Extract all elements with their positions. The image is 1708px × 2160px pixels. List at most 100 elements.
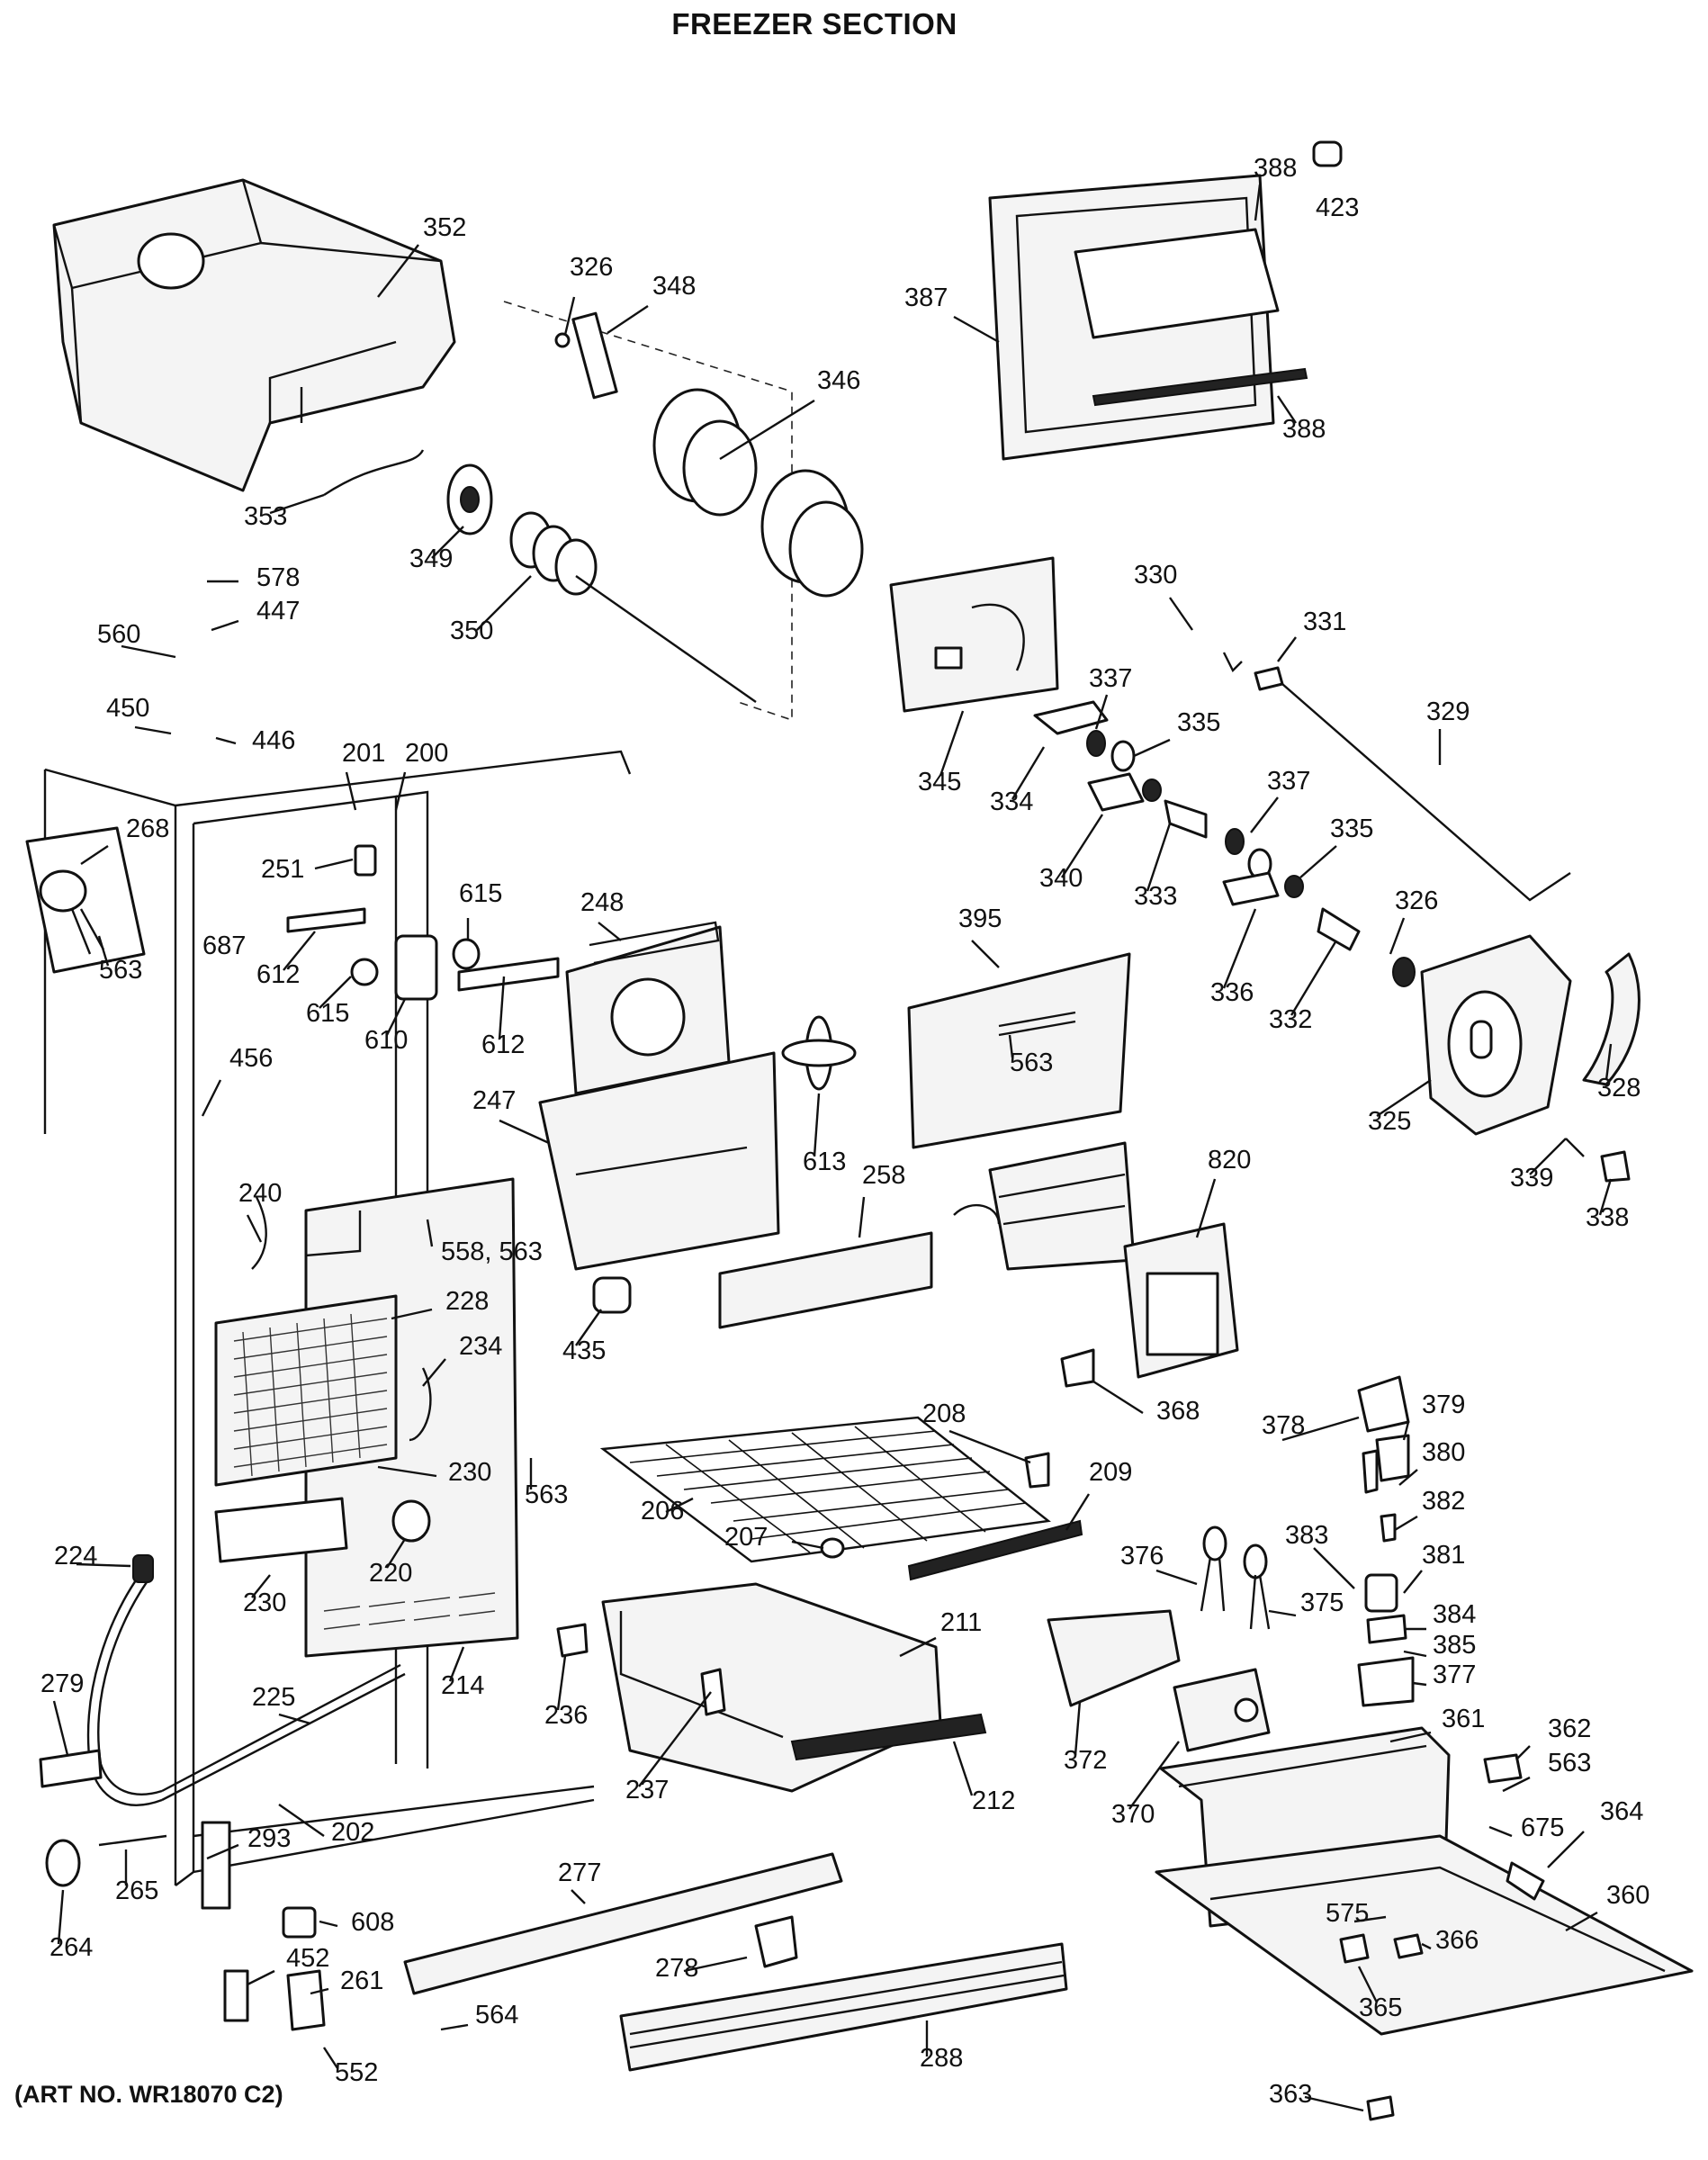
leader-line-325 [1376,1079,1432,1117]
base-bracket-part [1155,1726,1694,2121]
part-label-237: 237 [625,1776,669,1804]
part-label-612a: 612 [256,960,300,989]
leader-line-364 [1547,1831,1585,1868]
part-label-335b: 335 [1330,814,1373,843]
part-label-331: 331 [1303,608,1346,636]
part-label-612b: 612 [481,1030,525,1059]
leader-line-613 [813,1093,821,1157]
part-label-208: 208 [922,1400,966,1428]
fan-blade-part [781,1015,857,1091]
leader-line-346 [719,399,815,461]
leader-line-240 [246,1214,263,1243]
part-label-325: 325 [1368,1107,1411,1136]
part-label-384: 384 [1433,1600,1476,1629]
leader-line-379 [1402,1421,1410,1441]
cover-372-part [1047,1609,1181,1707]
evaporator-coil-part [214,1294,398,1563]
part-label-212: 212 [972,1786,1015,1815]
leader-line-353 [269,493,325,515]
part-label-452: 452 [286,1944,329,1973]
control-370-part [1173,1668,1271,1752]
leader-line-348 [607,305,649,334]
part-label-363: 363 [1269,2080,1312,2109]
part-label-575: 575 [1326,1899,1369,1928]
leader-line-363 [1304,2095,1364,2112]
part-label-224: 224 [54,1542,97,1570]
leader-line-261 [310,1987,329,1995]
air-duct-part [538,921,780,1314]
leader-line-446 [215,736,237,745]
ice-bucket-part [52,178,456,492]
leader-line-360 [1565,1911,1598,1932]
leader-line-339 [1529,1138,1567,1175]
part-label-209: 209 [1089,1458,1132,1487]
part-label-268: 268 [126,814,169,843]
part-label-225: 225 [252,1683,295,1712]
part-label-375: 375 [1300,1588,1344,1617]
leader-line-293 [206,1843,239,1860]
leader-line-248 [598,922,622,941]
leader-line-230b [251,1574,271,1598]
part-label-345: 345 [918,768,961,796]
leader-line-277 [571,1889,586,1904]
leader-line-337a [1094,694,1109,730]
part-label-234: 234 [459,1332,502,1361]
leader-line-563d [1502,1776,1531,1793]
leader-line-435 [575,1309,602,1346]
leader-line-377 [1412,1681,1427,1687]
part-label-385: 385 [1433,1631,1476,1660]
drain-tube-part [86,1554,406,1806]
part-label-687: 687 [202,932,246,960]
part-label-337a: 337 [1089,664,1132,693]
duct-strip-part [718,1231,933,1329]
leader-line-361 [1389,1731,1432,1743]
leader-line-326b [1389,917,1406,955]
part-label-388b: 388 [1282,415,1326,444]
part-label-265: 265 [115,1876,158,1905]
rail-277-part [403,1852,843,1995]
part-label-206: 206 [641,1497,684,1526]
cam-linkage-part [1033,652,1571,951]
part-label-379: 379 [1422,1390,1465,1419]
leader-line-209 [1065,1493,1091,1531]
leader-line-332 [1290,940,1338,1016]
leader-line-268 [80,845,109,865]
part-label-329: 329 [1426,698,1470,726]
leader-line-251 [314,858,354,870]
leader-line-333 [1146,823,1172,892]
dispenser-parts [1200,1375,1415,1707]
leader-line-375 [1268,1609,1297,1617]
part-label-613: 613 [803,1148,846,1176]
part-label-360: 360 [1606,1881,1650,1910]
part-label-228: 228 [445,1287,489,1316]
leader-line-237 [638,1691,712,1787]
part-label-820: 820 [1208,1146,1251,1174]
leader-line-220 [385,1538,407,1569]
leader-line-450 [134,725,172,735]
wire-shelf-part [599,1416,1083,1581]
part-label-372: 372 [1064,1746,1107,1775]
part-label-381: 381 [1422,1541,1465,1570]
part-label-395: 395 [958,904,1002,933]
part-label-335a: 335 [1177,708,1220,737]
bottom-left-parts [39,1749,326,2031]
part-label-333: 333 [1134,882,1177,911]
leader-line-228 [391,1308,433,1320]
part-label-326b: 326 [1395,886,1438,915]
part-label-279: 279 [40,1670,84,1698]
dispenser-door-part [988,140,1343,461]
leader-line-560 [121,644,176,659]
leader-line-236 [556,1655,567,1711]
leader-line-383 [1313,1547,1355,1589]
leader-line-388b [1277,395,1297,424]
leader-line-612a [283,931,316,971]
leader-line-350 [476,575,532,631]
leader-line-820 [1195,1178,1217,1238]
part-label-380: 380 [1422,1438,1465,1467]
part-label-364: 364 [1600,1797,1643,1826]
part-label-214: 214 [441,1671,484,1700]
part-label-339: 339 [1510,1164,1553,1192]
part-label-563c: 563 [525,1480,568,1509]
part-label-330: 330 [1134,561,1177,590]
